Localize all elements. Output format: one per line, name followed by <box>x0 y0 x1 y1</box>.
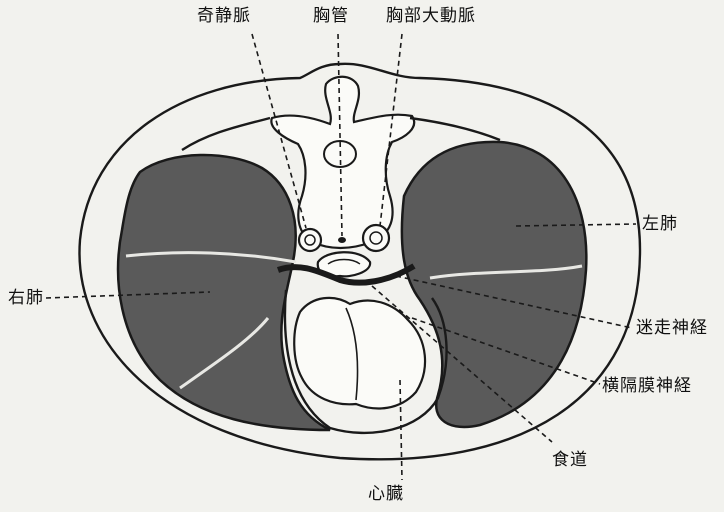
label-right-lung: 右肺 <box>8 288 44 308</box>
label-heart: 心臓 <box>368 484 404 504</box>
label-thoracic-aorta: 胸部大動脈 <box>386 6 476 26</box>
label-thoracic-duct: 胸管 <box>313 6 349 26</box>
label-vagus-nerve: 迷走神経 <box>636 318 708 338</box>
label-phrenic-nerve: 横隔膜神経 <box>602 376 692 396</box>
thoracic-duct <box>338 237 346 243</box>
azygos-vein <box>299 229 321 251</box>
left-lung <box>402 142 586 427</box>
label-left-lung: 左肺 <box>642 214 678 234</box>
rib-right <box>410 118 500 140</box>
heart <box>294 298 425 409</box>
thoracic-aorta <box>363 225 389 251</box>
label-esophagus: 食道 <box>552 450 588 470</box>
label-azygos-vein: 奇静脈 <box>197 6 251 26</box>
rib-left <box>182 118 270 150</box>
